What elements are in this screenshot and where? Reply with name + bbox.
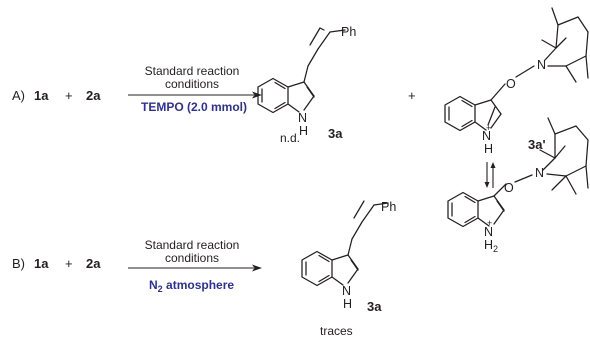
product-3a-structure-b bbox=[301, 200, 389, 287]
reactant-2a-b: 2a bbox=[86, 256, 101, 271]
product-plus-sign: + bbox=[408, 88, 416, 103]
adduct-charge: + bbox=[486, 123, 491, 133]
resonance-charge: + bbox=[487, 218, 492, 228]
conditions-line-1: Standard reaction bbox=[145, 64, 240, 78]
reaction-a: A) 1a + 2a Standard reaction conditions … bbox=[12, 7, 589, 254]
resonance-nh2-sub: 2 bbox=[493, 244, 498, 254]
reactant-1a: 1a bbox=[34, 88, 49, 103]
adduct-3a-prime-structure bbox=[444, 83, 506, 132]
indole-nh-h: H bbox=[299, 124, 308, 138]
tempo-ring-bottom bbox=[514, 117, 589, 195]
indole-nh-n-b: N bbox=[342, 284, 351, 298]
resonance-n: N bbox=[484, 225, 493, 239]
product-3a-label-b: 3a bbox=[367, 299, 382, 314]
product-3a-structure bbox=[257, 27, 346, 114]
tempo-nitrogen-bottom: N bbox=[535, 166, 544, 180]
reactant-2a: 2a bbox=[86, 88, 101, 103]
reaction-b: B) 1a + 2a Standard reaction conditions … bbox=[12, 200, 396, 338]
plus-sign-b: + bbox=[65, 256, 73, 271]
equilibrium-arrows bbox=[484, 162, 496, 188]
adduct-oxygen: O bbox=[506, 77, 516, 91]
adduct-3a-prime-label: 3a' bbox=[528, 137, 546, 152]
reaction-arrow-b bbox=[128, 264, 262, 272]
conditions-b-line-2: conditions bbox=[165, 251, 219, 265]
reaction-b-label: B) bbox=[12, 256, 25, 271]
conditions-line-2: conditions bbox=[165, 77, 219, 91]
reaction-arrow bbox=[128, 91, 262, 99]
adduct-n: N bbox=[482, 129, 491, 143]
conditions-b-line-1: Standard reaction bbox=[145, 238, 240, 252]
indole-nh-n: N bbox=[298, 111, 307, 125]
product-3a-yield: n.d. bbox=[280, 131, 300, 145]
adduct-nh: H bbox=[484, 142, 493, 156]
product-3a-label: 3a bbox=[328, 126, 343, 141]
resonance-oxygen: O bbox=[504, 181, 514, 195]
tempo-ring-top bbox=[515, 7, 589, 83]
tempo-nitrogen-top: N bbox=[537, 58, 546, 72]
resonance-structure bbox=[447, 183, 507, 228]
phenyl-label-b: Ph bbox=[381, 200, 396, 214]
resonance-nh2-h: H bbox=[484, 238, 493, 252]
product-3a-yield-b: traces bbox=[320, 324, 353, 338]
indole-nh-h-b: H bbox=[343, 297, 352, 311]
phenyl-label: Ph bbox=[341, 25, 356, 39]
reaction-a-label: A) bbox=[12, 88, 25, 103]
reactant-1a-b: 1a bbox=[34, 256, 49, 271]
tempo-additive: TEMPO (2.0 mmol) bbox=[141, 100, 247, 114]
plus-sign: + bbox=[65, 88, 73, 103]
n2-atmosphere: N2 atmosphere bbox=[149, 278, 234, 294]
